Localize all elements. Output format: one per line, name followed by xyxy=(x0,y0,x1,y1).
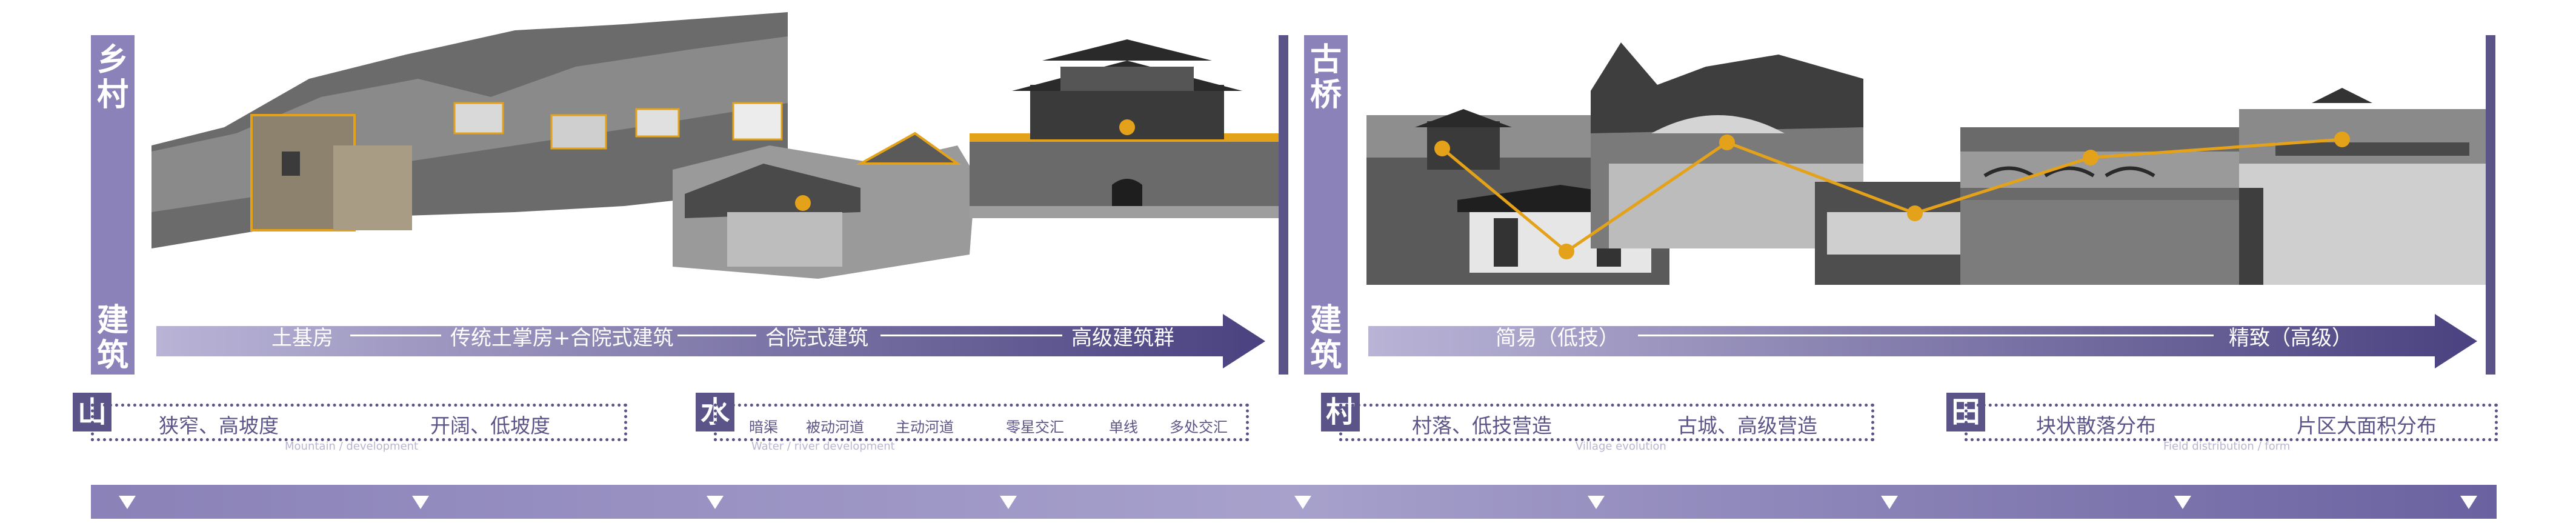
timeline-marker-icon xyxy=(1294,496,1311,509)
category-box-field xyxy=(1965,404,2498,441)
village-axis-label: 高级建筑群 xyxy=(1071,326,1174,350)
category-item: 开阔、低坡度 xyxy=(430,414,550,438)
category-item: 狭窄、高坡度 xyxy=(159,414,279,438)
timeline-marker-icon xyxy=(2460,496,2477,509)
timeline-marker-icon xyxy=(412,496,429,509)
timeline-marker-icon xyxy=(1588,496,1605,509)
bridge-axis-label: 精致（高级） xyxy=(2229,326,2352,350)
bridge-photo-collage xyxy=(1366,42,2491,285)
bridge-axis-arrow xyxy=(1368,314,2477,368)
category-subtitle: Mountain / development xyxy=(285,440,419,453)
timeline-marker-icon xyxy=(1881,496,1898,509)
bridge-axis-labels: 简易（低技） 精致（高级） xyxy=(1368,315,2435,354)
village-axis-labels: 土基房 传统土掌房+合院式建筑 合院式建筑 高级建筑群 xyxy=(156,315,1223,354)
bottom-timeline-bar xyxy=(91,485,2497,519)
category-box-village xyxy=(1339,404,1874,441)
panel-divider-right xyxy=(2486,35,2495,375)
category-box-mountain xyxy=(91,404,627,441)
category-subtitle: Village evolution xyxy=(1576,440,1666,453)
panel-divider-left xyxy=(1279,35,1288,375)
village-side-label: 乡村 xyxy=(96,42,128,113)
bridge-side-bar xyxy=(1304,35,1348,375)
category-subtitle: Field distribution / form xyxy=(2163,440,2291,453)
village-axis-label: 合院式建筑 xyxy=(765,326,868,350)
village-side-bar xyxy=(91,35,135,375)
category-item: 零星交汇 xyxy=(1006,419,1064,436)
category-subtitle: Water / river development xyxy=(751,440,895,453)
bridge-bottom-label: 建筑 xyxy=(1310,302,1342,374)
axis-connector-line xyxy=(677,335,756,336)
category-item: 片区大面积分布 xyxy=(2297,414,2437,438)
category-item: 暗渠 xyxy=(749,419,778,436)
village-axis-arrow xyxy=(156,314,1265,368)
category-item: 被动河道 xyxy=(806,419,864,436)
category-item: 主动河道 xyxy=(896,419,954,436)
bridge-axis-label: 简易（低技） xyxy=(1496,326,1619,350)
category-item: 块状散落分布 xyxy=(2036,414,2156,438)
timeline-marker-icon xyxy=(119,496,136,509)
category-item: 单线 xyxy=(1109,419,1138,436)
category-box-water xyxy=(714,404,1249,441)
village-axis-label: 传统土掌房+合院式建筑 xyxy=(450,326,674,350)
category-item: 古城、高级营造 xyxy=(1677,414,1817,438)
axis-connector-line xyxy=(1638,335,2214,336)
timeline-marker-icon xyxy=(707,496,724,509)
bridge-side-label: 古桥 xyxy=(1310,42,1342,113)
timeline-marker-icon xyxy=(1000,496,1017,509)
timeline-marker-icon xyxy=(2174,496,2191,509)
category-item: 多处交汇 xyxy=(1170,419,1228,436)
axis-connector-line xyxy=(350,335,441,336)
village-photo-collage xyxy=(151,12,1285,279)
village-bottom-label: 建筑 xyxy=(96,302,128,374)
village-axis-label: 土基房 xyxy=(271,326,333,350)
category-item: 村落、低技营造 xyxy=(1412,414,1552,438)
axis-connector-line xyxy=(880,335,1062,336)
